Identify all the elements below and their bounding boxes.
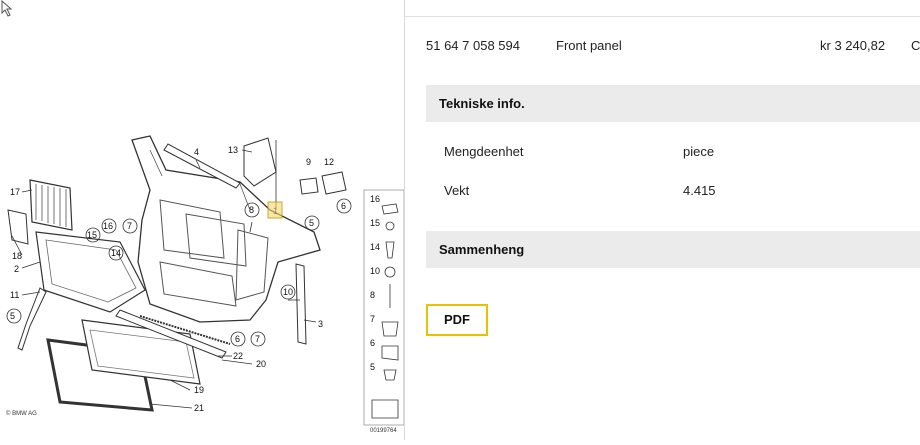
callout-11: 11: [10, 290, 19, 300]
highlighted-part-1[interactable]: [267, 201, 283, 219]
spec-label-weight: Vekt: [444, 183, 470, 198]
callout-7b: 7: [255, 334, 260, 344]
svg-text:15: 15: [370, 218, 380, 228]
callout-16: 16: [103, 221, 113, 231]
mouse-pointer-icon: [1, 0, 13, 17]
part-details-panel: 51 64 7 058 594 Front panel kr 3 240,82 …: [405, 0, 920, 440]
svg-text:5: 5: [370, 362, 375, 372]
spec-value-weight: 4.415: [683, 183, 716, 198]
image-number: 00199764: [370, 428, 397, 434]
copyright: © BMW AG: [6, 410, 37, 417]
svg-text:16: 16: [370, 194, 380, 204]
tech-info-heading: Tekniske info.: [439, 96, 525, 111]
svg-text:8: 8: [370, 290, 375, 300]
spec-value-unit: piece: [683, 144, 715, 159]
related-heading: Sammenheng: [439, 242, 525, 257]
callout-4: 4: [194, 147, 199, 157]
callout-21: 21: [194, 403, 204, 413]
callout-14: 14: [111, 248, 121, 258]
part-price: kr 3 240,82: [820, 38, 886, 53]
callout-2: 2: [14, 264, 19, 274]
svg-text:7: 7: [370, 314, 375, 324]
callout-15: 15: [87, 230, 97, 240]
part-trailing-text: C: [911, 38, 920, 53]
parts-diagram-panel: 17 18 2 11 5 15 16 7 14 4 13 8 1 9 12 5 …: [0, 0, 405, 440]
divider: [405, 16, 920, 17]
callout-5b: 5: [309, 218, 314, 228]
svg-text:14: 14: [370, 242, 380, 252]
callout-10: 10: [283, 287, 293, 297]
callout-7: 7: [127, 221, 132, 231]
svg-text:6: 6: [370, 338, 375, 348]
callout-20: 20: [256, 359, 266, 369]
callout-5: 5: [10, 311, 15, 321]
related-header[interactable]: Sammenheng: [426, 231, 920, 268]
callout-17: 17: [10, 187, 20, 197]
svg-text:10: 10: [370, 266, 380, 276]
part-name: Front panel: [556, 38, 622, 53]
callout-9: 9: [306, 157, 311, 167]
callout-22: 22: [233, 351, 243, 361]
callout-3: 3: [318, 319, 323, 329]
parts-diagram: 17 18 2 11 5 15 16 7 14 4 13 8 1 9 12 5 …: [6, 135, 405, 434]
part-number: 51 64 7 058 594: [426, 38, 520, 53]
spec-label-unit: Mengdeenhet: [444, 144, 524, 159]
callout-19: 19: [194, 385, 204, 395]
tech-info-header[interactable]: Tekniske info.: [426, 85, 920, 122]
callout-6: 6: [341, 201, 346, 211]
callout-6b: 6: [235, 334, 240, 344]
callout-13: 13: [228, 145, 238, 155]
callout-12: 12: [324, 157, 334, 167]
callout-labels: 17 18 2 11 5 15 16 7 14 4 13 8 1 9 12 5 …: [10, 145, 346, 413]
callout-8: 8: [249, 205, 254, 215]
callout-18: 18: [12, 251, 22, 261]
pdf-button[interactable]: PDF: [426, 304, 488, 336]
